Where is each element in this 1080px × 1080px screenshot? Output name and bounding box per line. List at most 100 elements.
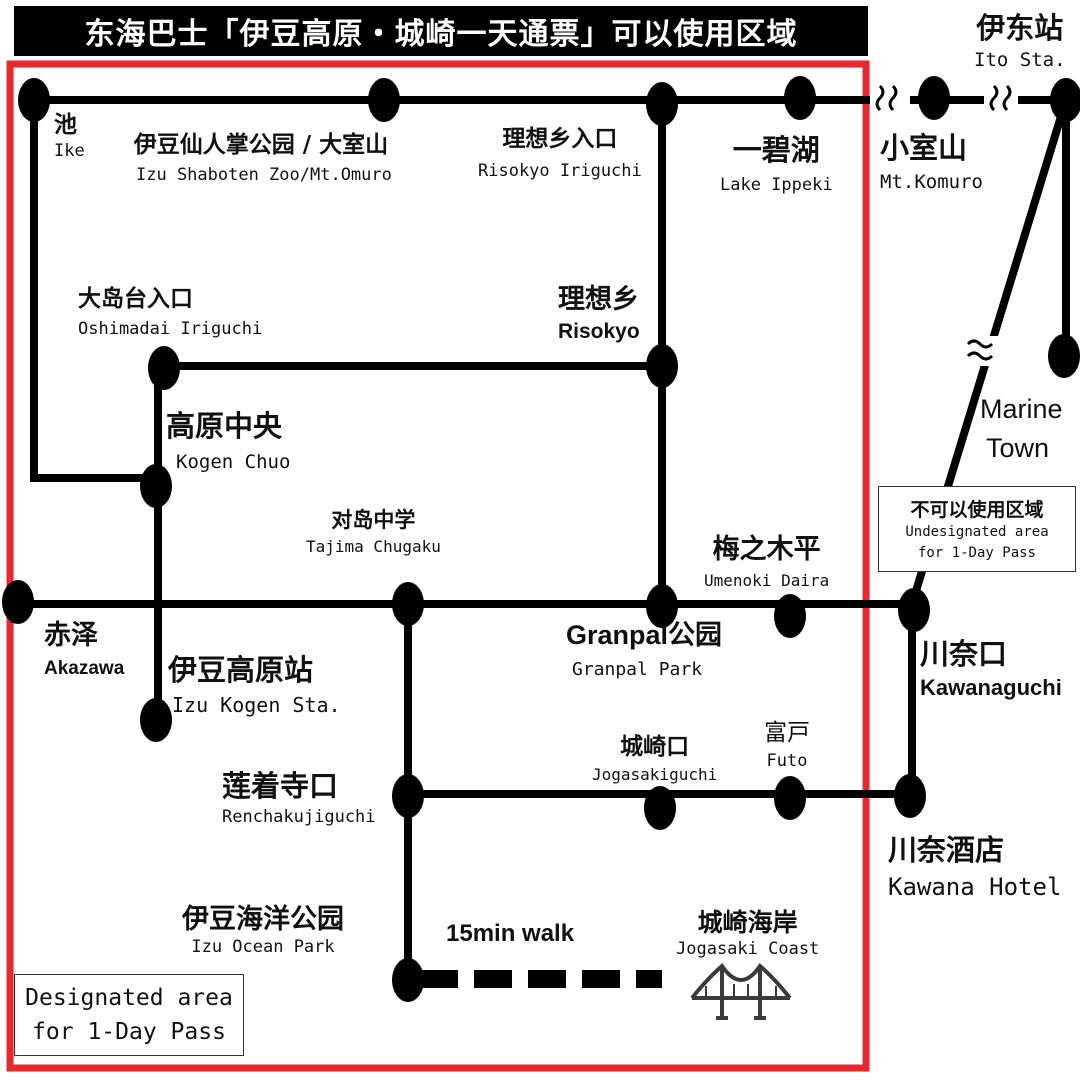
station-marine-town-line2: Town — [986, 433, 1050, 463]
station-umenoki[interactable]: 梅之木平 Umenoki Daira — [704, 536, 829, 589]
station-ike-en: Ike — [54, 141, 85, 161]
legend-undesignated-line1: Undesignated area — [905, 523, 1049, 540]
station-kawanaguchi-en: Kawanaguchi — [920, 675, 1062, 700]
station-tajima[interactable]: 对岛中学 Tajima Chugaku — [306, 510, 441, 555]
station-kawana-hotel-zh: 川奈酒店 — [888, 833, 1005, 867]
station-komuro-en: Mt.Komuro — [880, 171, 983, 193]
stop-marker-risokyo[interactable] — [646, 344, 678, 388]
station-jogasakiguchi[interactable]: 城崎口 Jogasakiguchi — [592, 736, 717, 783]
station-izu-kogen-zh: 伊豆高原站 — [168, 653, 314, 687]
station-shaboten-zh: 伊豆仙人掌公园 / 大室山 — [133, 132, 389, 158]
station-ike[interactable]: 池 Ike — [54, 114, 85, 160]
station-kogen-chuo[interactable]: 高原中央 Kogen Chuo — [166, 412, 290, 472]
stop-markers — [2, 76, 1080, 1002]
legend-undesignated-zh: 不可以使用区域 — [910, 498, 1044, 521]
station-jogasakiguchi-en: Jogasakiguchi — [592, 765, 718, 784]
stop-marker-ocean-park[interactable] — [392, 958, 424, 1002]
stop-marker-granpal[interactable] — [646, 584, 678, 628]
station-tajima-zh: 对岛中学 — [331, 508, 416, 532]
station-risokyo[interactable]: 理想乡 Risokyo — [558, 286, 640, 342]
stop-marker-ike[interactable] — [18, 78, 50, 122]
station-ito[interactable]: 伊东站 Ito Sta. — [974, 14, 1066, 70]
station-granpal-en: Granpal Park — [572, 659, 703, 680]
stop-marker-tajima[interactable] — [392, 582, 424, 626]
station-shaboten[interactable]: 伊豆仙人掌公园 / 大室山 Izu Shaboten Zoo/Mt.Omuro — [130, 134, 392, 184]
station-granpal[interactable]: Granpal公园 Granpal Park — [566, 622, 722, 679]
stop-marker-akazawa[interactable] — [2, 580, 34, 624]
stop-marker-kawana-hotel[interactable] — [894, 774, 926, 818]
station-futo-zh: 富戸 — [764, 720, 810, 746]
station-risokyo-iriguchi-zh: 理想乡入口 — [502, 126, 618, 152]
stop-marker-oshimadai[interactable] — [148, 346, 180, 390]
designated-area-border — [6, 60, 870, 1072]
stop-marker-komuro[interactable] — [918, 76, 950, 120]
station-akazawa[interactable]: 赤泽 Akazawa — [44, 622, 124, 678]
station-tajima-en: Tajima Chugaku — [306, 537, 441, 556]
station-renchakuji-zh: 莲着寺口 — [222, 769, 339, 803]
station-ito-en: Ito Sta. — [974, 49, 1066, 71]
walk-path — [420, 970, 662, 988]
station-ippeki-en: Lake Ippeki — [720, 175, 833, 195]
station-ike-zh: 池 — [54, 112, 77, 138]
stop-marker-ito[interactable] — [1050, 78, 1080, 122]
stop-marker-shaboten[interactable] — [368, 78, 400, 122]
legend-undesignated-line2: for 1-Day Pass — [917, 544, 1036, 561]
station-ocean-park-zh: 伊豆海洋公园 — [182, 904, 344, 935]
station-shaboten-en: Izu Shaboten Zoo/Mt.Omuro — [136, 165, 392, 185]
station-jogasakiguchi-zh: 城崎口 — [620, 734, 690, 760]
station-futo[interactable]: 富戸 Futo — [764, 722, 810, 770]
station-kawana-hotel[interactable]: 川奈酒店 Kawana Hotel — [888, 833, 1062, 901]
station-umenoki-zh: 梅之木平 — [712, 534, 821, 565]
station-ippeki[interactable]: 一碧湖 Lake Ippeki — [720, 136, 833, 194]
stop-marker-umenoki[interactable] — [774, 594, 806, 638]
stop-marker-renchakuji[interactable] — [392, 774, 424, 818]
station-risokyo-zh: 理想乡 — [558, 284, 639, 315]
stop-marker-kogen-chuo[interactable] — [140, 464, 172, 508]
station-kawanaguchi-zh: 川奈口 — [920, 637, 1008, 671]
station-ippeki-zh: 一碧湖 — [732, 133, 820, 167]
walk-label: 15min walk — [446, 920, 575, 947]
legend-designated: Designated area for 1-Day Pass — [14, 974, 244, 1056]
page-title: 东海巴士「伊豆高原・城崎一天通票」可以使用区域 — [14, 6, 868, 56]
station-akazawa-zh: 赤泽 — [44, 620, 98, 651]
bridge-icon — [690, 963, 792, 1020]
stop-marker-ippeki[interactable] — [784, 76, 816, 120]
station-akazawa-en: Akazawa — [44, 658, 125, 679]
station-risokyo-iriguchi-en: Risokyo Iriguchi — [478, 161, 642, 181]
station-izu-kogen[interactable]: 伊豆高原站 Izu Kogen Sta. — [168, 653, 341, 717]
station-kawanaguchi[interactable]: 川奈口 Kawanaguchi — [920, 640, 1062, 699]
station-ocean-park-en: Izu Ocean Park — [191, 937, 335, 957]
legend-designated-line2: for 1-Day Pass — [32, 1019, 226, 1045]
stop-marker-marine-town[interactable] — [1048, 334, 1080, 378]
station-risokyo-iriguchi[interactable]: 理想乡入口 Risokyo Iriguchi — [478, 128, 642, 180]
station-oshimadai-en: Oshimadai Iriguchi — [78, 319, 263, 339]
legend-undesignated: 不可以使用区域 Undesignated area for 1-Day Pass — [878, 486, 1076, 572]
line-break-icon — [870, 80, 1018, 366]
station-renchakuji[interactable]: 莲着寺口 Renchakujiguchi — [222, 772, 376, 826]
stop-marker-futo[interactable] — [774, 776, 806, 820]
station-izu-kogen-en: Izu Kogen Sta. — [172, 693, 341, 717]
stop-marker-jogasakiguchi[interactable] — [644, 786, 676, 830]
station-kawana-hotel-en: Kawana Hotel — [888, 873, 1062, 901]
stop-marker-izu-kogen[interactable] — [140, 698, 172, 742]
station-futo-en: Futo — [766, 751, 808, 771]
stop-marker-kawanaguchi[interactable] — [898, 588, 930, 632]
stop-marker-risokyo-iriguchi[interactable] — [646, 82, 678, 126]
station-jogasaki-coast-en: Jogasaki Coast — [676, 939, 820, 959]
station-jogasaki-coast[interactable]: 城崎海岸 Jogasaki Coast — [676, 910, 819, 958]
station-kogen-chuo-en: Kogen Chuo — [176, 451, 291, 473]
station-kogen-chuo-zh: 高原中央 — [166, 409, 283, 443]
station-marine-town[interactable]: Marine Town — [980, 396, 1063, 462]
station-granpal-zh: Granpal公园 — [566, 620, 723, 650]
station-risokyo-en: Risokyo — [558, 320, 640, 343]
station-jogasaki-coast-zh: 城崎海岸 — [697, 908, 798, 937]
station-ito-zh: 伊东站 — [976, 11, 1064, 45]
station-umenoki-en: Umenoki Daira — [704, 571, 830, 590]
station-komuro-zh: 小室山 — [880, 131, 968, 165]
station-komuro[interactable]: 小室山 Mt.Komuro — [880, 134, 983, 192]
station-renchakuji-en: Renchakujiguchi — [222, 807, 376, 827]
station-oshimadai[interactable]: 大岛台入口 Oshimadai Iriguchi — [78, 288, 262, 338]
station-ocean-park[interactable]: 伊豆海洋公园 Izu Ocean Park — [182, 906, 344, 956]
legend-designated-line1: Designated area — [25, 984, 233, 1011]
